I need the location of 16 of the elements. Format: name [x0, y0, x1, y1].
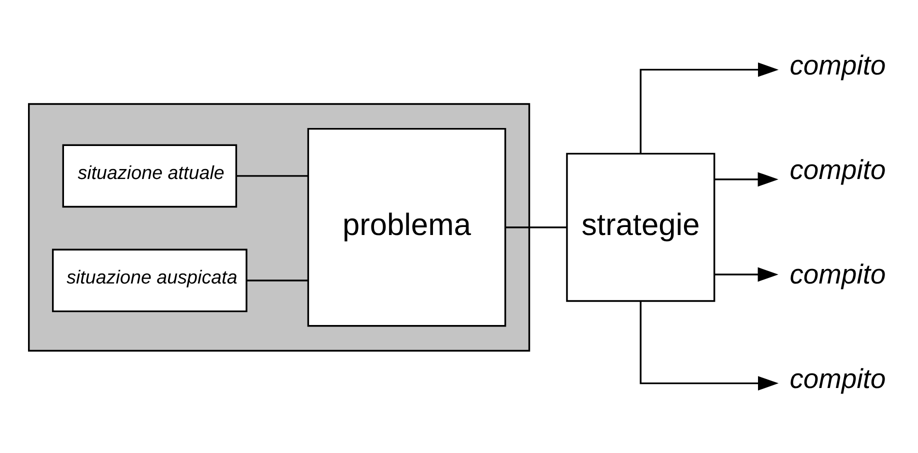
node-box: situazione auspicata [52, 248, 248, 312]
node-text: compito [790, 154, 886, 186]
node-text: compito [790, 258, 886, 290]
connector [506, 226, 567, 228]
node-text: compito [790, 50, 886, 80]
arrow [640, 301, 779, 390]
cluster [28, 103, 530, 352]
connector [246, 280, 308, 282]
arrow [714, 172, 778, 187]
arrow [714, 267, 778, 282]
node-box: problema [307, 128, 506, 327]
node-box: situazione attuale [62, 144, 238, 208]
connector [236, 175, 308, 177]
node-text: compito [790, 363, 886, 394]
arrow [640, 62, 779, 154]
node-box: strategie [566, 152, 716, 302]
